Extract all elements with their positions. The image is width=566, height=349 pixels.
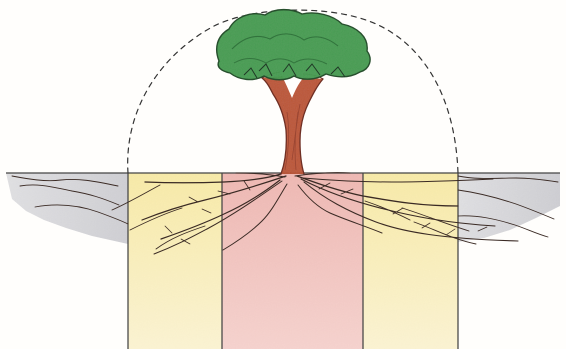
red-center-zone [222,173,363,349]
yellow-right-zone [363,173,458,349]
